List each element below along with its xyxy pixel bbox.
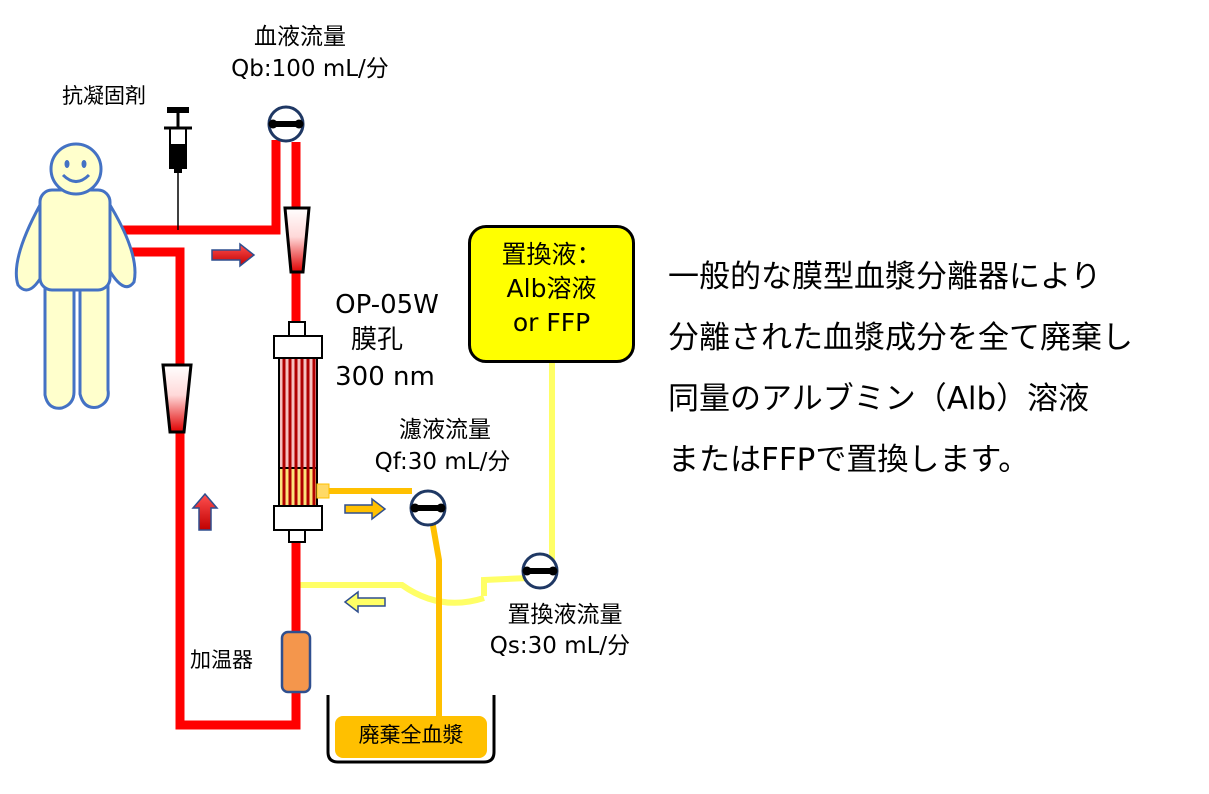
- substitution-fluid-box: 置換液： Alb溶液 or FFP: [468, 225, 635, 363]
- blood-pump-icon: [267, 105, 305, 143]
- patient-left-eye: [64, 160, 70, 168]
- substitution-flow-arrow: [343, 590, 386, 614]
- description-line2: 分離された血漿成分を全て廃棄し: [668, 320, 1133, 356]
- patient-torso: [38, 188, 112, 292]
- filtrate-flow-value: Qf:30 mL/分: [374, 449, 511, 475]
- waste-container: [326, 695, 496, 764]
- anticoagulant-label: 抗凝固剤: [62, 84, 146, 108]
- substitution-line: [296, 362, 555, 606]
- description-line1: 一般的な膜型血漿分離器により: [668, 259, 1102, 295]
- syringe-icon: [164, 107, 192, 230]
- patient-right-arm: [106, 199, 137, 289]
- filter-model-label: OP-05W: [335, 290, 439, 320]
- filtrate-pump-icon: [409, 489, 447, 527]
- waste-plasma-label: 廃棄全血漿: [358, 723, 464, 747]
- patient-figure: [14, 142, 137, 410]
- patient-left-arm: [14, 199, 47, 292]
- patient-head: [49, 142, 103, 196]
- filtrate-line: [320, 488, 442, 730]
- description-line3: 同量のアルブミン（Alb）溶液: [668, 381, 1090, 417]
- description-text: 一般的な膜型血漿分離器により 分離された血漿成分を全て廃棄し 同量のアルブミン（…: [668, 247, 1133, 491]
- blood-flow-arrow-right: [211, 242, 256, 268]
- substitution-box-line1: 置換液：: [501, 240, 602, 269]
- patient-left-leg: [43, 278, 76, 410]
- substitution-flow-value: Qs:30 mL/分: [489, 633, 631, 659]
- pore-label: 膜孔: [350, 325, 403, 355]
- substitution-box-line2: Alb溶液: [506, 274, 597, 303]
- blood-flow-title: 血液流量: [254, 24, 346, 50]
- arterial-drip-chamber: [283, 206, 311, 274]
- plasma-separator: [273, 321, 330, 543]
- venous-drip-chamber: [161, 363, 193, 434]
- patient-right-eye: [81, 160, 87, 168]
- substitution-pump-icon: [521, 552, 559, 590]
- blood-flow-value: Qb:100 mL/分: [231, 56, 389, 82]
- blood-warmer: [280, 630, 312, 694]
- pore-value: 300 nm: [335, 362, 435, 392]
- patient-right-leg: [78, 278, 110, 409]
- warmer-label: 加温器: [190, 648, 253, 672]
- blood-return-arrow-up: [191, 492, 219, 531]
- blood-circuit: [108, 117, 301, 730]
- filtrate-flow-arrow: [344, 497, 387, 521]
- substitution-box-line3: or FFP: [512, 308, 591, 337]
- substitution-flow-title: 置換液流量: [507, 602, 623, 628]
- patient-smile: [61, 173, 91, 183]
- filtrate-flow-title: 濾液流量: [399, 417, 491, 443]
- description-line4: またはFFPで置換します。: [668, 442, 1030, 478]
